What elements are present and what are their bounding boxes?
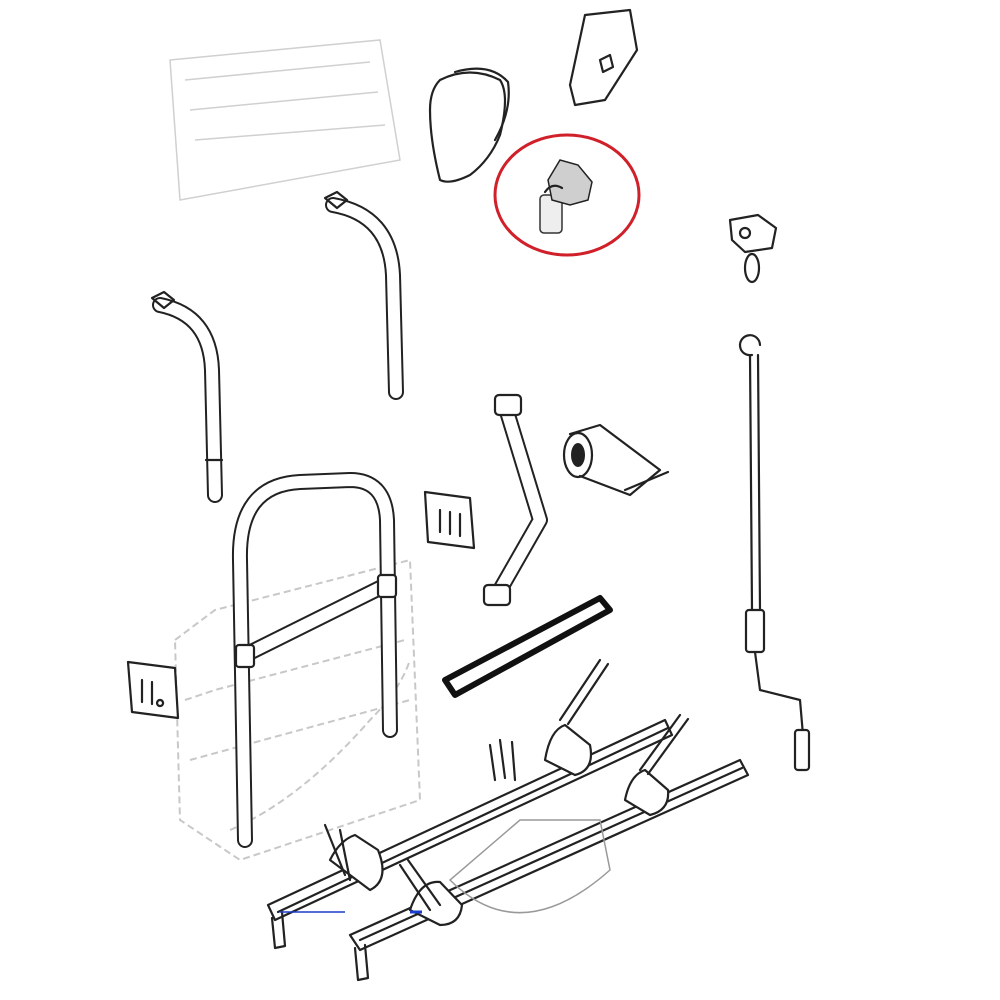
- crank-rod: [738, 334, 811, 772]
- end-cap-large: [428, 67, 510, 183]
- left-upright-tube: [150, 290, 224, 503]
- wheel-holder-1: [323, 823, 384, 892]
- rail-base-plate: [448, 819, 611, 914]
- strap-buckle: [728, 213, 778, 284]
- right-upright-tube: [323, 190, 404, 400]
- wheel-holder-5: [488, 738, 517, 782]
- rubber-strap: [442, 595, 613, 698]
- main-frame: [231, 472, 398, 848]
- strap-roll: [562, 423, 670, 497]
- end-cap-angled: [568, 8, 639, 107]
- mounting-bracket-middle: [423, 490, 476, 550]
- support-arm: [482, 393, 548, 607]
- pivot-joint-part: [539, 159, 593, 234]
- ghost-vehicle-outline: [169, 39, 422, 862]
- mounting-bracket-left: [126, 660, 180, 720]
- wheel-holder-3: [543, 658, 610, 777]
- wheel-holder-2: [398, 858, 464, 927]
- wheel-holder-4: [623, 713, 690, 817]
- highlight-circle: [493, 133, 641, 257]
- highlighted-part: [493, 133, 641, 257]
